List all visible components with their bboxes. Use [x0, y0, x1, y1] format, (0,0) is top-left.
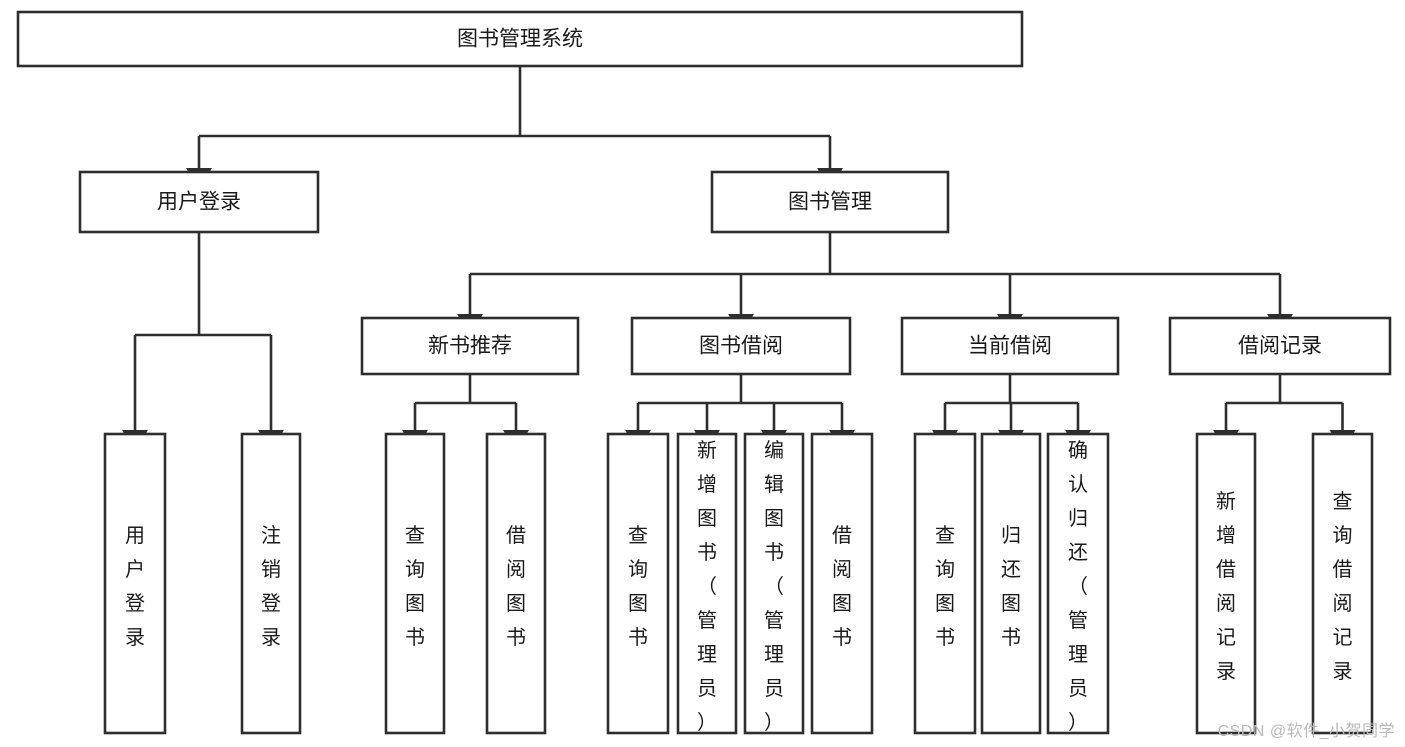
- node-leaf-query-borrow-record[interactable]: 查询借阅记录: [1311, 432, 1374, 735]
- node-leaf-user-login-label: 用户登录: [125, 525, 145, 649]
- node-leaf-query-book-current[interactable]: 查询图书: [913, 432, 977, 735]
- node-leaf-confirm-return-admin-label: 确认归还（管理员）: [1068, 439, 1088, 734]
- node-leaf-borrow-book-new-label: 借阅图书: [506, 524, 526, 649]
- node-leaf-confirm-return-admin[interactable]: 确认归还（管理员）: [1046, 432, 1110, 735]
- node-leaf-add-borrow-record-box[interactable]: [1195, 432, 1257, 735]
- node-root-label: 图书管理系统: [457, 28, 583, 51]
- node-leaf-borrow-book-new[interactable]: 借阅图书: [485, 432, 547, 735]
- node-leaf-add-book-admin-label: 新增图书（管理员）: [697, 439, 717, 734]
- node-book-management[interactable]: 图书管理: [710, 170, 950, 234]
- node-leaf-return-book-label: 归还图书: [1001, 524, 1021, 649]
- node-leaf-add-book-admin-box[interactable]: [676, 432, 738, 735]
- node-leaf-edit-book-admin-box[interactable]: [743, 432, 805, 735]
- node-leaf-add-borrow-record[interactable]: 新增借阅记录: [1195, 432, 1257, 735]
- node-leaf-add-book-admin[interactable]: 新增图书（管理员）: [676, 432, 738, 735]
- nodes-layer: 图书管理系统用户登录图书管理新书推荐图书借阅当前借阅借阅记录用户登录注销登录查询…: [16, 10, 1392, 735]
- node-leaf-logout-label: 注销登录: [261, 524, 281, 649]
- node-book-borrow-box[interactable]: [630, 316, 852, 376]
- node-leaf-logout[interactable]: 注销登录: [240, 432, 302, 735]
- node-leaf-query-book-current-label: 查询图书: [935, 524, 955, 649]
- node-new-book-recommend-label: 新书推荐: [428, 335, 512, 358]
- node-borrow-record[interactable]: 借阅记录: [1168, 316, 1392, 376]
- node-leaf-return-book[interactable]: 归还图书: [980, 432, 1042, 735]
- node-leaf-borrow-book-box[interactable]: [810, 432, 874, 735]
- node-user-login[interactable]: 用户登录: [78, 170, 320, 234]
- node-book-borrow-label: 图书借阅: [699, 335, 783, 358]
- connectors-layer: [122, 66, 1356, 452]
- node-leaf-return-book-box[interactable]: [980, 432, 1042, 735]
- node-borrow-record-box[interactable]: [1168, 316, 1392, 376]
- node-new-book-recommend[interactable]: 新书推荐: [360, 316, 580, 376]
- node-current-borrow-label: 当前借阅: [968, 335, 1052, 358]
- node-book-management-label: 图书管理: [788, 191, 872, 214]
- node-leaf-user-login-box[interactable]: [103, 432, 167, 735]
- node-borrow-record-label: 借阅记录: [1238, 335, 1322, 358]
- node-current-borrow-box[interactable]: [900, 316, 1120, 376]
- node-leaf-user-login[interactable]: 用户登录: [103, 432, 167, 735]
- node-user-login-label: 用户登录: [157, 191, 241, 214]
- node-root[interactable]: 图书管理系统: [16, 10, 1024, 68]
- node-book-management-box[interactable]: [710, 170, 950, 234]
- node-root-box[interactable]: [16, 10, 1024, 68]
- node-leaf-query-book-borrow-label: 查询图书: [628, 524, 648, 649]
- node-leaf-query-book-current-box[interactable]: [913, 432, 977, 735]
- node-leaf-query-book-new[interactable]: 查询图书: [384, 432, 446, 735]
- node-book-borrow[interactable]: 图书借阅: [630, 316, 852, 376]
- node-leaf-query-book-new-label: 查询图书: [405, 524, 425, 649]
- node-leaf-borrow-book[interactable]: 借阅图书: [810, 432, 874, 735]
- node-leaf-query-book-borrow-box[interactable]: [606, 432, 670, 735]
- node-leaf-query-borrow-record-label: 查询借阅记录: [1333, 490, 1353, 683]
- node-current-borrow[interactable]: 当前借阅: [900, 316, 1120, 376]
- node-leaf-borrow-book-label: 借阅图书: [832, 524, 852, 649]
- node-leaf-edit-book-admin-label: 编辑图书（管理员）: [764, 439, 784, 734]
- node-leaf-add-borrow-record-label: 新增借阅记录: [1216, 490, 1236, 683]
- node-new-book-recommend-box[interactable]: [360, 316, 580, 376]
- node-leaf-query-book-new-box[interactable]: [384, 432, 446, 735]
- node-leaf-borrow-book-new-box[interactable]: [485, 432, 547, 735]
- node-leaf-logout-box[interactable]: [240, 432, 302, 735]
- node-leaf-confirm-return-admin-box[interactable]: [1046, 432, 1110, 735]
- node-leaf-edit-book-admin[interactable]: 编辑图书（管理员）: [743, 432, 805, 735]
- node-leaf-query-borrow-record-box[interactable]: [1311, 432, 1374, 735]
- node-leaf-query-book-borrow[interactable]: 查询图书: [606, 432, 670, 735]
- node-user-login-box[interactable]: [78, 170, 320, 234]
